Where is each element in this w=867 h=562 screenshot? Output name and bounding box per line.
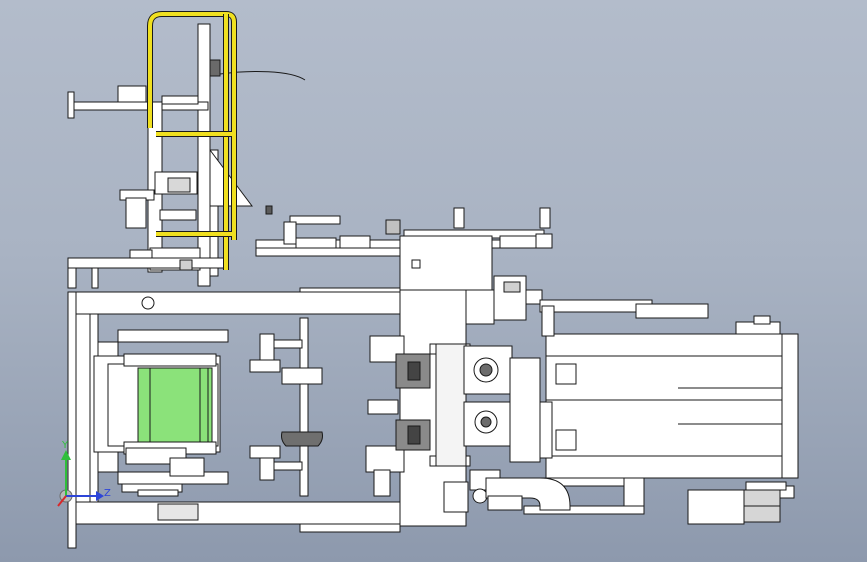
motor-block <box>687 481 795 525</box>
upper-mast-frame <box>67 23 306 289</box>
right-drive-housing <box>507 299 799 515</box>
axis-triad <box>57 450 104 507</box>
filler-tray <box>93 353 221 477</box>
ladder-guard-rail <box>147 11 237 270</box>
axis-y-label: Y <box>62 440 69 451</box>
center-gearbox <box>365 235 543 527</box>
elbow-pipe <box>443 477 571 513</box>
axis-z-label: Z <box>104 488 111 499</box>
